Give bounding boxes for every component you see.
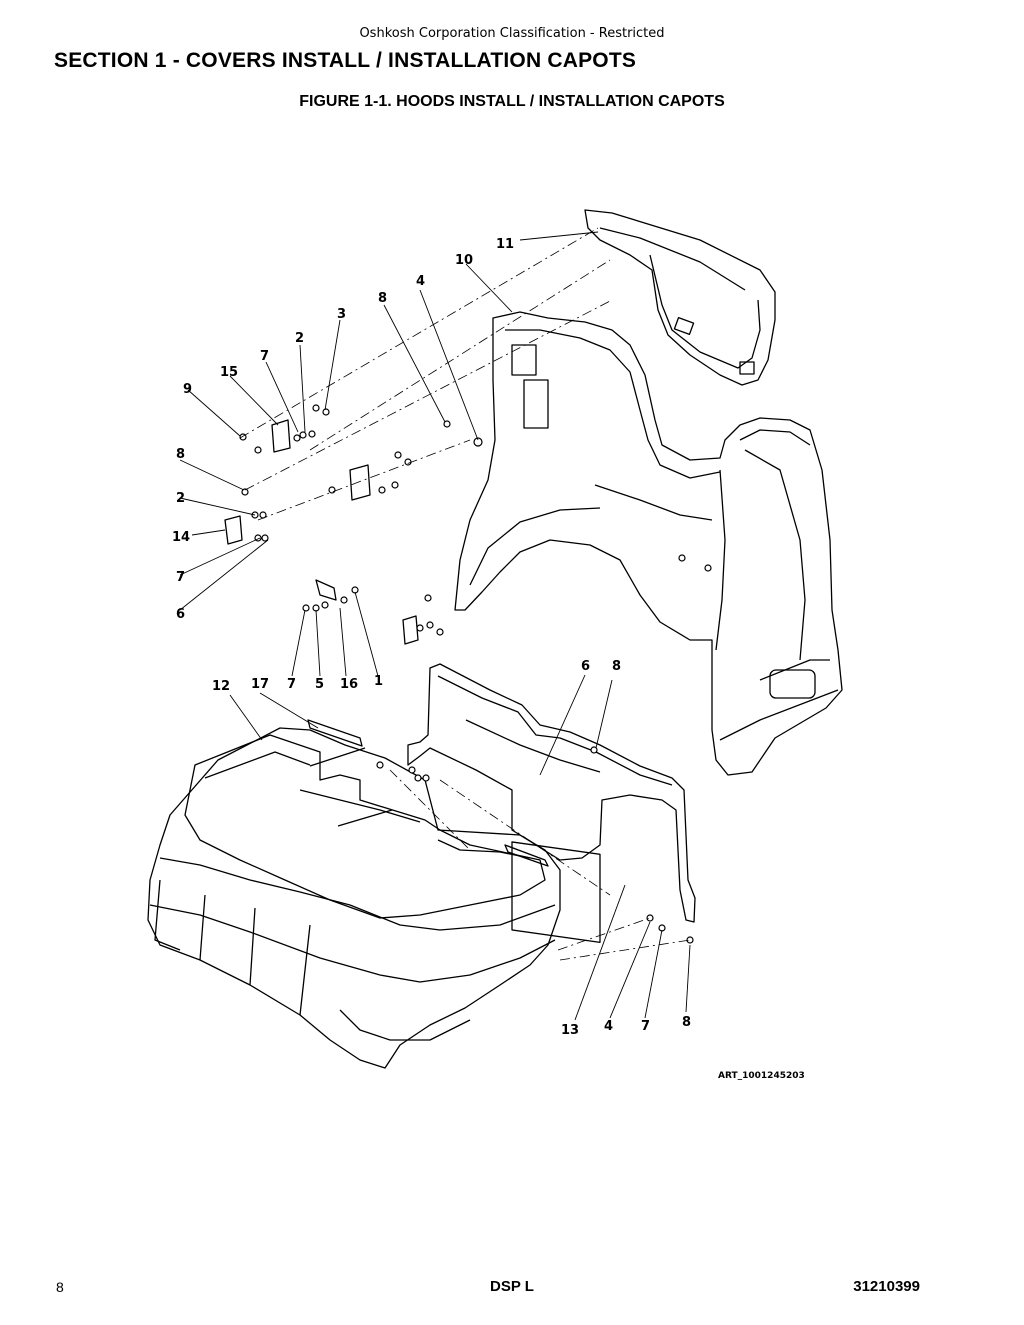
part-number: 31210399 — [853, 1278, 920, 1295]
callout-label: 16 — [340, 677, 358, 692]
part-12-front-hood — [147, 727, 561, 1069]
callout-label: 7 — [176, 570, 185, 585]
page-number: 8 — [56, 1279, 64, 1295]
callout-label: 7 — [641, 1019, 650, 1034]
part-14-bracket — [224, 515, 243, 545]
callout-label: 4 — [416, 274, 425, 289]
callout-label: 6 — [581, 659, 590, 674]
callout-label: 2 — [295, 331, 304, 346]
part-13-mid-panel — [407, 663, 696, 923]
callout-label: 7 — [260, 349, 269, 364]
manual-title: DSP L — [490, 1278, 534, 1295]
callout-label: 3 — [337, 307, 346, 322]
callout-label: 15 — [220, 365, 238, 380]
callout-label: 17 — [251, 677, 269, 692]
figure-title: FIGURE 1-1. HOODS INSTALL / INSTALLATION… — [299, 93, 725, 110]
callout-label: 8 — [176, 447, 185, 462]
callout-label: 7 — [287, 677, 296, 692]
section-title: SECTION 1 - COVERS INSTALL / INSTALLATIO… — [54, 49, 637, 72]
callout-label: 12 — [212, 679, 230, 694]
callout-label: 1 — [374, 674, 383, 689]
art-id-label: ART_1001245203 — [718, 1071, 805, 1081]
callout-label: 10 — [455, 253, 473, 268]
callout-label: 13 — [561, 1023, 579, 1038]
callout-label: 9 — [183, 382, 192, 397]
callout-label: 8 — [612, 659, 621, 674]
callout-label: 11 — [496, 237, 514, 252]
callout-label: 5 — [315, 677, 324, 692]
classification-label: Oshkosh Corporation Classification - Res… — [359, 26, 665, 41]
callout-label: 4 — [604, 1019, 613, 1034]
part-10-rear-shroud — [454, 311, 843, 776]
part-11-top-lid — [584, 209, 776, 386]
callout-label: 6 — [176, 607, 185, 622]
callout-label: 14 — [172, 530, 190, 545]
callout-label: 2 — [176, 491, 185, 506]
callout-label: 8 — [682, 1015, 691, 1030]
callout-label: 8 — [378, 291, 387, 306]
